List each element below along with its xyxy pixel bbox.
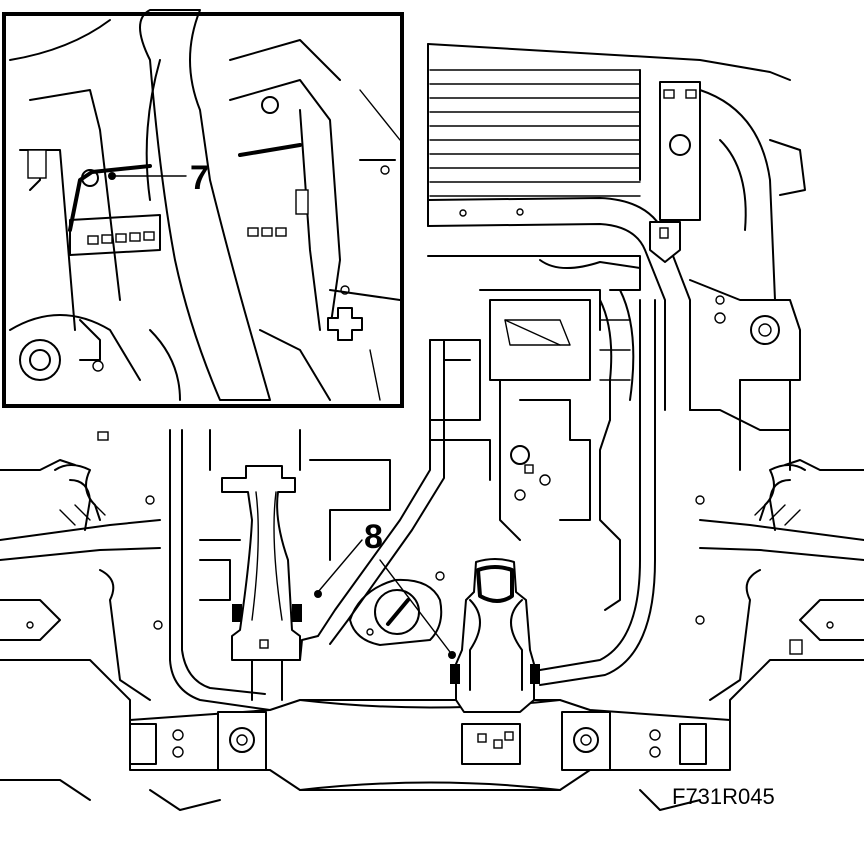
callout-7-label: 7 — [190, 159, 209, 197]
connecting-duct — [299, 339, 445, 661]
engine-mount-right — [450, 558, 540, 765]
engine-block — [427, 255, 656, 686]
left-suspension — [0, 459, 161, 721]
callout-8-leaders — [314, 539, 456, 659]
radiator-grille — [427, 43, 791, 201]
subframe — [0, 699, 731, 811]
engine-mount-left — [221, 465, 302, 701]
left-bay — [97, 429, 391, 711]
inset-artwork — [9, 9, 401, 401]
main-view — [0, 43, 864, 811]
callout-8-label: 8 — [364, 518, 383, 556]
inset-detail — [0, 0, 410, 410]
figure-code: F731R045 — [672, 784, 775, 809]
right-suspension — [695, 459, 864, 721]
right-bracket — [659, 81, 806, 471]
callout-7-dot — [108, 172, 116, 180]
upper-support-frame — [427, 197, 691, 411]
inset-border — [2, 12, 404, 408]
